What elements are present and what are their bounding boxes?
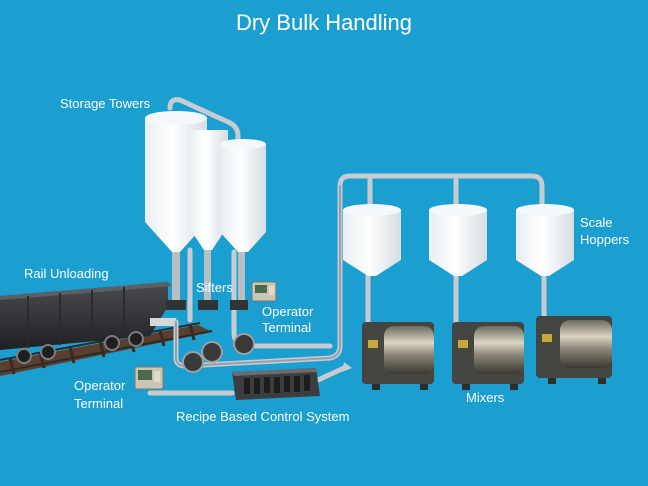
scale-hoppers	[343, 204, 574, 276]
rail-car	[0, 282, 176, 364]
control-system-rack	[232, 368, 320, 400]
scale-hopper-1	[343, 204, 401, 276]
tower-3	[220, 139, 266, 310]
storage-towers	[145, 111, 266, 373]
label-rail-unloading: Rail Unloading	[24, 266, 109, 281]
operator-terminal-left	[134, 366, 164, 390]
mixer-1	[362, 322, 434, 390]
label-scale-hoppers-line2: Hoppers	[580, 232, 630, 247]
mixers	[362, 316, 612, 390]
label-operator-terminal-left-line2: Terminal	[74, 396, 124, 411]
label-scale-hoppers-line1: Scale	[580, 215, 613, 230]
label-operator-terminal-top-line1: Operator	[262, 304, 314, 319]
label-storage-towers: Storage Towers	[60, 96, 151, 111]
signal-arrow-icon	[342, 362, 352, 372]
diagram-title: Dry Bulk Handling	[235, 10, 413, 35]
label-sifters: Sifters	[196, 280, 233, 295]
mixer-3	[536, 316, 612, 384]
label-mixers: Mixers	[466, 390, 505, 405]
label-operator-terminal-top-line2: Terminal	[262, 320, 312, 335]
rail-track	[0, 322, 213, 376]
label-recipe-control-system: Recipe Based Control System	[176, 409, 350, 424]
label-operator-terminal-left-line1: Operator	[74, 378, 126, 393]
operator-terminal-top	[251, 281, 277, 302]
scale-hopper-3	[516, 204, 574, 276]
mixer-2	[452, 322, 524, 390]
scale-hopper-2	[429, 204, 487, 276]
rotary-feeders	[182, 333, 255, 373]
sifter-valves	[166, 300, 248, 310]
